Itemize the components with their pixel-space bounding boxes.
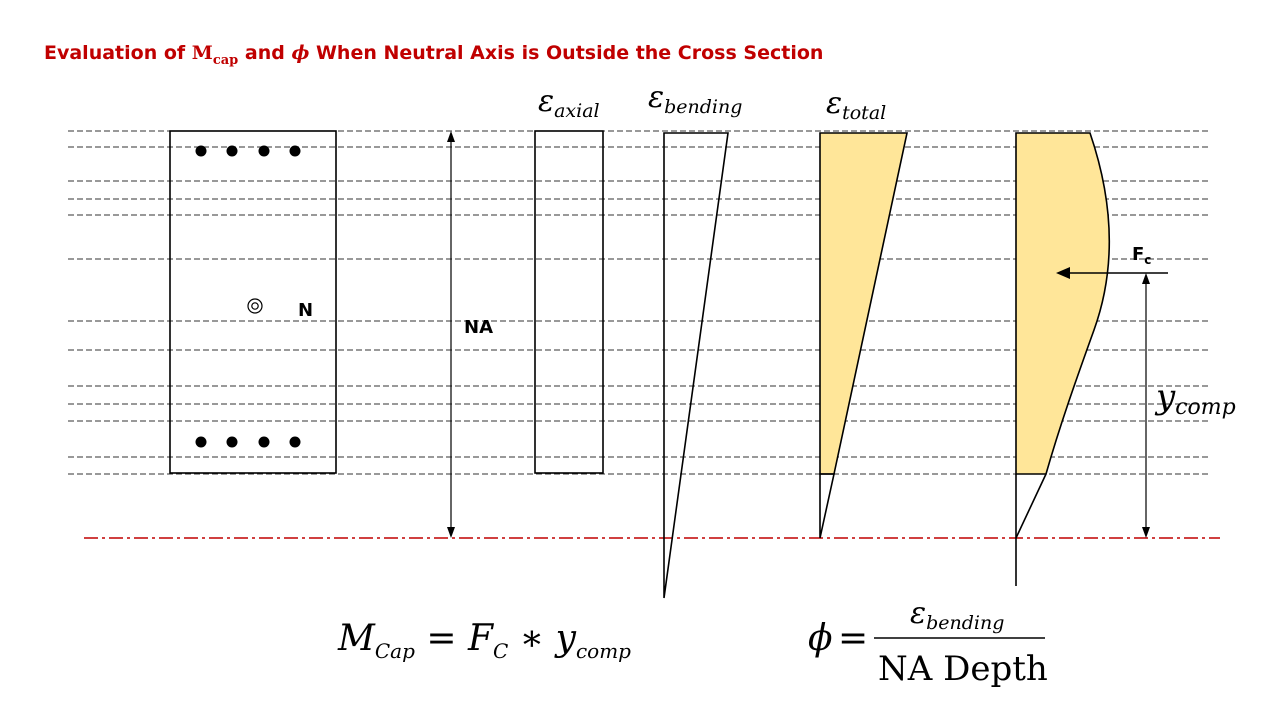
top-rebar [226,145,238,157]
stress-block-fill [1015,132,1111,475]
stress-block-diagram [1015,132,1111,586]
axial-strain-header: εaxial [538,84,600,122]
fc-arrow [1056,267,1168,279]
top-rebar [195,145,207,157]
bottom-rebar [258,436,270,448]
axial-strain-block [534,130,604,474]
cross-section-rect [169,130,337,474]
bending-strain-triangle [663,132,729,599]
title-suffix: When Neutral Axis is Outside the Cross S… [309,42,824,64]
na-label: NA [464,317,493,338]
bottom-rebar [289,436,301,448]
total-strain-header: εtotal [826,86,886,124]
mcap-formula: MCap = FC ∗ ycomp [337,618,631,663]
total-strain-tail [819,473,835,539]
neutral-point-label: N [298,300,313,321]
phi-lhs: ϕ [808,618,833,659]
top-rebar [258,145,270,157]
na-depth-dimension: NA [447,131,493,538]
phi-equals: = [838,618,868,659]
ycomp-dimension [1142,273,1150,538]
title-m-symbol: M [191,42,213,64]
page-title: Evaluation of Mcap and ϕ When Neutral Ax… [44,38,823,76]
title-m-sub: cap [212,52,239,68]
phi-numerator: εbending [910,596,1004,634]
cross-section: N [169,130,337,474]
top-rebar [289,145,301,157]
phi-formula: ϕ = εbending NA Depth [808,596,1048,689]
title-phi: ϕ [291,42,310,64]
bending-strain-header: εbending [648,80,742,118]
ycomp-label: ycomp [1154,377,1236,420]
phi-denominator: NA Depth [878,649,1048,689]
fc-label: Fc [1132,244,1151,267]
bottom-rebar [195,436,207,448]
total-strain-diagram [819,132,908,539]
title-and: and [238,42,292,64]
centroid-icon [247,298,263,314]
title-prefix: Evaluation of [44,42,192,64]
total-strain-fill [819,132,908,475]
bottom-rebar [226,436,238,448]
